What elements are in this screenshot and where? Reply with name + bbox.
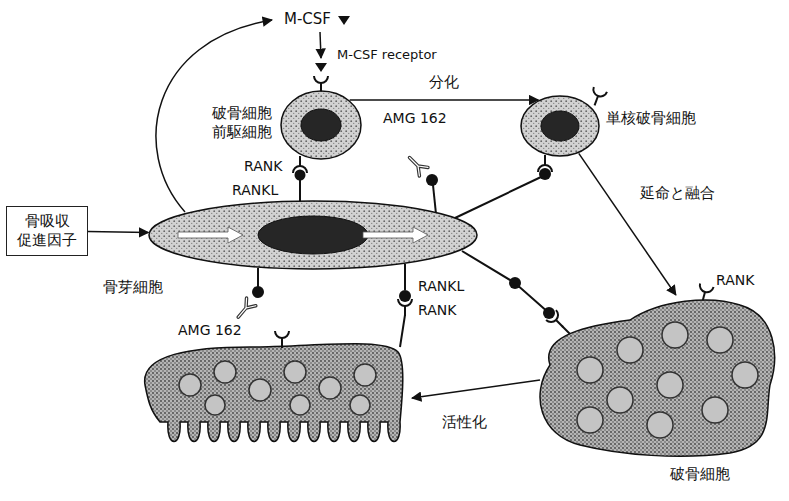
nucleus xyxy=(354,364,376,386)
cell-label: 破骨細胞 xyxy=(670,465,730,484)
nucleus xyxy=(290,395,310,415)
nucleus xyxy=(647,412,673,438)
osteoblast-cell: 骨芽細胞 xyxy=(148,200,478,270)
cell-outline xyxy=(540,300,775,456)
nucleus xyxy=(662,322,688,348)
nucleus xyxy=(657,372,683,398)
cell-shape xyxy=(520,95,600,157)
receptor-stalk xyxy=(400,315,405,347)
antibody-label: AMG 162 xyxy=(178,322,242,338)
cell-shape xyxy=(148,200,478,270)
box-label: 骨吸収 促進因子 xyxy=(17,212,77,250)
receptor-symbol xyxy=(398,299,412,316)
nucleus xyxy=(258,216,368,254)
activated-osteoclast xyxy=(145,344,403,442)
factor-box: 骨吸収 促進因子 xyxy=(6,206,88,256)
nuclei xyxy=(179,361,376,415)
mononuclear-osteoclast: 単核破骨細胞 xyxy=(520,95,600,157)
cell-label: 破骨細胞 前駆細胞 xyxy=(212,104,272,142)
ligand-ball xyxy=(426,174,438,186)
precursor-cell: 破骨細胞 前駆細胞 xyxy=(280,90,362,160)
receptor-label: RANK xyxy=(716,272,754,288)
cell-label: 骨芽細胞 xyxy=(103,278,163,297)
ligand-ball xyxy=(509,277,521,289)
nucleus xyxy=(577,407,603,433)
receptor-label: RANK xyxy=(418,302,456,318)
edge-label: 延命と融合 xyxy=(638,184,717,202)
connector-arrow xyxy=(350,99,539,101)
nucleus xyxy=(249,379,271,401)
edge-label: 分化 xyxy=(427,73,461,91)
ligand-ball xyxy=(543,307,555,319)
osteoclast-cell: 破骨細胞 xyxy=(530,295,780,455)
nucleus xyxy=(707,327,733,353)
antibody-label: AMG 162 xyxy=(383,110,447,126)
nucleus xyxy=(702,397,728,423)
nucleus xyxy=(577,357,603,383)
ligand-symbol xyxy=(338,16,350,25)
ligand-stalk xyxy=(299,180,301,203)
ligand-ball xyxy=(399,290,411,302)
receptor-symbol xyxy=(588,87,607,108)
nucleus xyxy=(541,111,579,141)
ligand-stalk xyxy=(462,251,549,313)
nucleus xyxy=(350,395,370,415)
receptor-label: RANK xyxy=(244,158,282,174)
ligand-symbol xyxy=(315,63,327,72)
antibody-symbol xyxy=(234,298,256,321)
nucleus xyxy=(301,109,341,141)
ligand-ball xyxy=(295,170,306,181)
ligand-stalk xyxy=(433,185,436,214)
ligand-stalk xyxy=(404,264,406,290)
nucleus xyxy=(617,337,643,363)
cell-shape xyxy=(530,295,780,455)
ligand-stalk xyxy=(257,268,259,287)
cell-outline xyxy=(281,91,361,159)
ligand-ball xyxy=(539,168,551,180)
ligand-label: RANKL xyxy=(418,278,464,294)
cell-outline xyxy=(521,96,599,156)
process-label: 活性化 xyxy=(442,414,487,431)
nucleus xyxy=(319,377,341,399)
connector-arrow xyxy=(88,231,148,233)
receptor-label: M-CSF receptor xyxy=(337,48,437,63)
signal-arrow xyxy=(178,227,243,243)
ligand-label: RANKL xyxy=(232,182,278,198)
cell-shape xyxy=(280,90,362,160)
cell-label: 単核破骨細胞 xyxy=(606,109,696,128)
ligand-ball xyxy=(252,286,264,298)
nucleus xyxy=(214,361,236,383)
nucleus xyxy=(607,387,633,413)
antibody-symbol xyxy=(405,153,428,176)
ligand-label: M-CSF xyxy=(284,11,331,28)
nucleus xyxy=(179,374,201,396)
nucleus xyxy=(284,361,306,383)
nucleus xyxy=(732,362,758,388)
cell-outline xyxy=(149,201,477,269)
connector-arrow xyxy=(579,153,676,295)
activation-arrow xyxy=(412,380,540,398)
nucleus xyxy=(205,395,225,415)
binding-arrow xyxy=(320,32,321,58)
ligand-stalk xyxy=(455,177,541,218)
receptor-symbol xyxy=(275,331,289,348)
signal-arrow xyxy=(363,227,428,243)
